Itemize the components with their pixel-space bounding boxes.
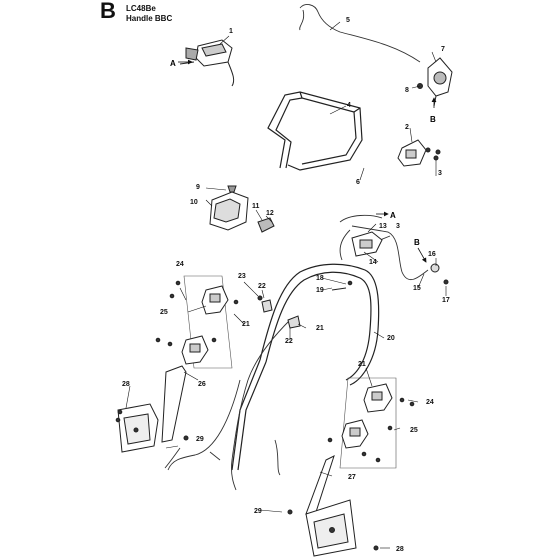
brake-lever-assembly-right xyxy=(417,57,453,107)
callout-12: 12 xyxy=(266,210,274,217)
callout-18: 18 xyxy=(316,275,324,282)
callout-6: 6 xyxy=(356,179,360,186)
callout-25b: 25 xyxy=(410,427,418,434)
brake-cable-top xyxy=(299,4,421,63)
bracket-right xyxy=(397,139,441,167)
connector-b-right: B xyxy=(414,238,420,247)
lower-handle xyxy=(231,263,380,471)
callout-23: 23 xyxy=(238,273,246,280)
model-name: LC48Be xyxy=(126,4,156,13)
cable-clamp-14 xyxy=(351,231,449,285)
callout-24b: 24 xyxy=(426,399,434,406)
callout-1: 1 xyxy=(229,28,233,35)
throttle-housing xyxy=(209,185,275,233)
callout-8: 8 xyxy=(405,87,409,94)
callout-13: 13 xyxy=(379,223,387,230)
section-letter: B xyxy=(100,0,116,23)
callout-labels: 1 2 3 3 4 5 6 7 8 9 10 11 12 13 14 15 16… xyxy=(122,17,450,553)
callout-29b: 29 xyxy=(254,508,262,515)
callout-29a: 29 xyxy=(196,436,204,443)
cable-assembly-long xyxy=(164,319,291,491)
callout-7: 7 xyxy=(441,46,445,53)
connector-arrows xyxy=(178,59,437,263)
callout-25a: 25 xyxy=(160,309,168,316)
callout-2: 2 xyxy=(405,124,409,131)
callout-4: 4 xyxy=(347,102,351,109)
callout-24a: 24 xyxy=(176,261,184,268)
lower-mount-right xyxy=(287,455,379,557)
callout-21a: 21 xyxy=(242,321,250,328)
callout-28b: 28 xyxy=(396,546,404,553)
callout-27: 27 xyxy=(348,474,356,481)
leader-lines xyxy=(125,21,447,549)
upper-handlebar xyxy=(267,91,363,171)
control-lever-top xyxy=(179,39,235,87)
diagram-subtitle: Handle BBC xyxy=(126,14,173,23)
callout-11: 11 xyxy=(252,203,260,210)
callout-20: 20 xyxy=(387,335,395,342)
callout-17: 17 xyxy=(442,297,450,304)
callout-9: 9 xyxy=(196,184,200,191)
callout-28a: 28 xyxy=(122,381,130,388)
control-group-right xyxy=(327,377,415,469)
connector-a-right: A xyxy=(390,211,396,220)
callout-3a: 3 xyxy=(438,170,442,177)
connector-b-top: B xyxy=(430,115,436,124)
callout-16: 16 xyxy=(428,251,436,258)
callout-22a: 22 xyxy=(258,283,266,290)
control-group-left xyxy=(155,275,239,369)
callout-5: 5 xyxy=(346,17,350,24)
lower-mount-left xyxy=(115,365,189,453)
callout-21c: 21 xyxy=(358,361,366,368)
callout-26: 26 xyxy=(198,381,206,388)
callout-14: 14 xyxy=(369,259,377,266)
callout-21b: 21 xyxy=(316,325,324,332)
callout-22b: 22 xyxy=(285,338,293,345)
callout-3b: 3 xyxy=(396,223,400,230)
fasteners xyxy=(257,280,353,329)
connector-a-left: A xyxy=(170,59,176,68)
callout-15: 15 xyxy=(413,285,421,292)
callout-10: 10 xyxy=(190,199,198,206)
callout-19: 19 xyxy=(316,287,324,294)
